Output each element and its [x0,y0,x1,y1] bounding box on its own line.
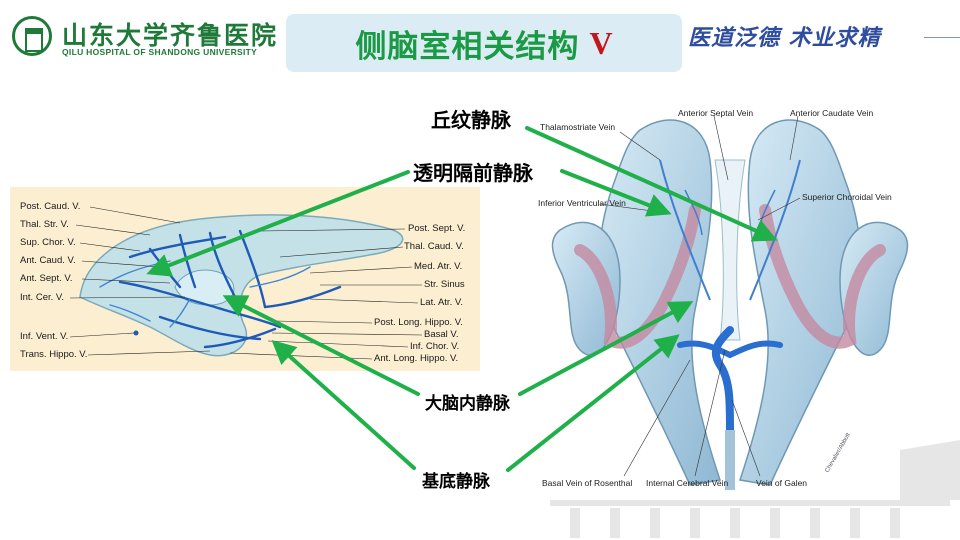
label-basal-v: Basal V. [424,329,459,340]
label-vein-of-galen: Vein of Galen [756,478,808,488]
label-internal-cerebral-vein: Internal Cerebral Vein [646,478,729,488]
label-anterior-septal-vein: Anterior Septal Vein [678,108,754,118]
label-ant-sept-v: Ant. Sept. V. [20,273,73,284]
label-anterior-caudate-vein: Anterior Caudate Vein [790,108,874,118]
motto-divider [924,37,960,38]
label-ant-long-hippo-v: Ant. Long. Hippo. V. [374,353,459,364]
hospital-name-en: QILU HOSPITAL OF SHANDONG UNIVERSITY [62,47,258,57]
callout-thalamostriate-vein: 丘纹静脉 [431,108,511,132]
label-thal-str-v: Thal. Str. V. [20,219,69,230]
slide-title: 侧脑室相关结构 [355,28,580,65]
label-med-atr-v: Med. Atr. V. [414,261,463,272]
hospital-logo: 山东大学齐鲁医院 QILU HOSPITAL OF SHANDONG UNIVE… [8,8,276,64]
label-post-sept-v: Post. Sept. V. [408,223,466,234]
slide-title-suffix: V [589,24,613,61]
label-sup-chor-v: Sup. Chor. V. [20,237,76,248]
decorative-architecture-art [550,440,960,538]
callout-anterior-septal-vein: 透明隔前静脉 [413,161,533,185]
label-trans-hippo-v: Trans. Hippo. V. [20,349,88,360]
label-post-long-hippo-v: Post. Long. Hippo. V. [374,317,463,328]
label-thalamostriate-vein: Thalamostriate Vein [540,122,616,132]
hospital-motto: 医道泛德 术业求精 [688,25,881,51]
label-inf-vent-v: Inf. Vent. V. [20,331,69,342]
label-str-sinus: Str. Sinus [424,279,465,290]
label-lat-atr-v: Lat. Atr. V. [420,297,463,308]
label-thal-caud-v: Thal. Caud. V. [404,241,464,252]
label-inferior-ventricular-vein: Inferior Ventricular Vein [538,198,626,208]
label-int-cer-v: Int. Cer. V. [20,292,65,303]
label-superior-choroidal-vein: Superior Choroidal Vein [802,192,892,202]
label-inf-chor-v: Inf. Chor. V. [410,341,460,352]
hospital-name: 山东大学齐鲁医院 [62,21,279,50]
callout-basal-vein: 基底静脉 [422,472,490,492]
slide-title-box: 侧脑室相关结构 V [286,14,682,72]
callout-internal-cerebral-vein: 大脑内静脉 [425,394,510,414]
label-ant-caud-v: Ant. Caud. V. [20,255,76,266]
hospital-seal-icon [12,16,52,56]
label-basal-vein-of-rosenthal: Basal Vein of Rosenthal [542,478,633,488]
label-post-caud-v: Post. Caud. V. [20,201,81,212]
lateral-ventricle-lateral-view: Post. Caud. V. Thal. Str. V. Sup. Chor. … [10,187,480,371]
